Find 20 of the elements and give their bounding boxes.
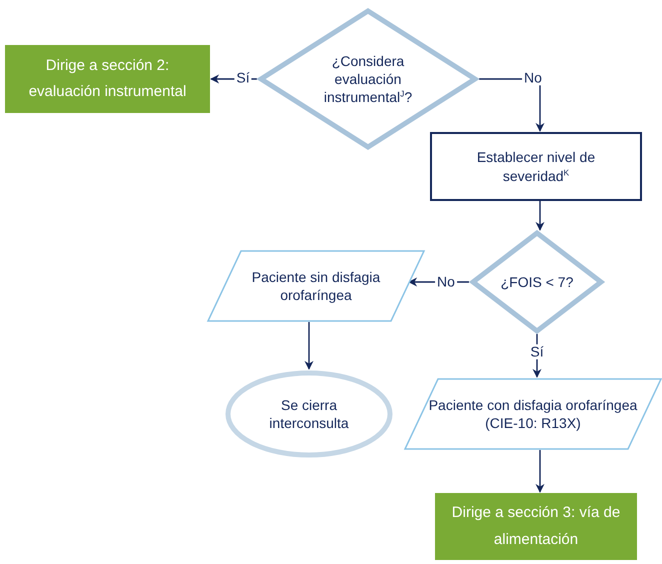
section-box xyxy=(435,493,637,560)
arrow xyxy=(479,78,544,132)
arrow xyxy=(536,450,544,493)
edge-label: Sí xyxy=(528,344,546,360)
edge-label: No xyxy=(435,274,457,290)
arrow xyxy=(304,322,314,370)
node-text: Se cierra interconsulta xyxy=(268,396,350,432)
edge-label: Sí xyxy=(234,70,252,86)
arrow xyxy=(210,74,257,84)
node-text: ¿FOIS < 7? xyxy=(500,272,574,292)
edge-label: No xyxy=(522,70,544,86)
arrow xyxy=(536,201,544,231)
node-text: Dirige a sección 2: evaluación instrumental xyxy=(28,56,188,102)
node-text: Dirige a sección 3: vía de alimentación xyxy=(450,503,622,550)
process-box xyxy=(430,132,642,201)
node-text: Paciente con disfagia orofaríngea (CIE-10: R13X) xyxy=(428,396,638,432)
node-text: ¿Considera evaluación instrumental$^{J}$? xyxy=(322,52,414,106)
node-text: Paciente sin disfagia orofaríngea xyxy=(250,268,382,304)
section-box xyxy=(5,45,210,113)
node-text: Establecer nivel de severidad$^{K}$ xyxy=(476,148,596,185)
